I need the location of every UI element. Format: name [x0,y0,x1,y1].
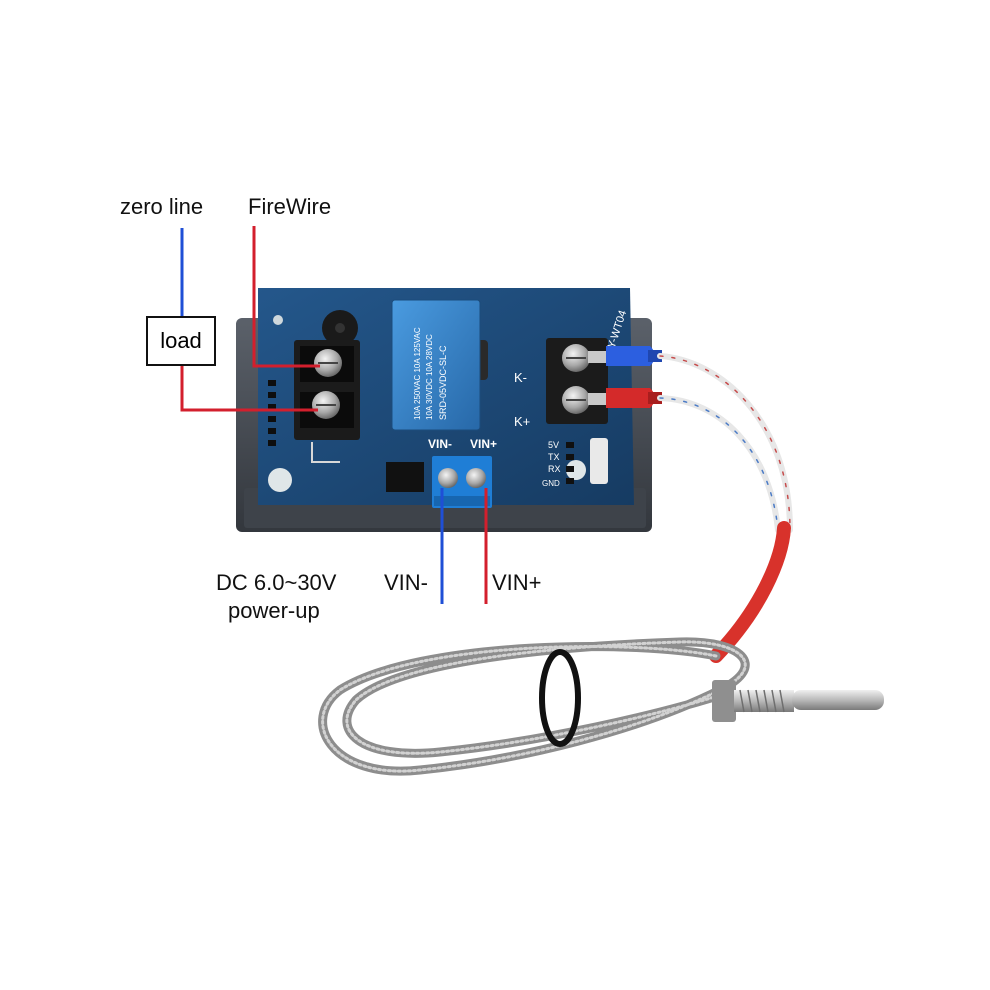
pcb-k-minus-label: K- [514,370,527,385]
vin-plus-label: VIN+ [492,570,542,595]
load-label: load [160,328,202,353]
vin-minus-label: VIN- [384,570,428,595]
load-to-terminal-wire [180,366,318,412]
pin-tx-label: TX [548,452,560,462]
pin-gnd-label: GND [542,479,560,488]
thermocouple-leads [657,353,793,533]
relay-rating-1: 10A 250VAC 10A 125VAC [413,327,422,420]
dc-range-label: DC 6.0~30V [216,570,337,595]
cable-tie-icon [539,649,581,747]
pcb-vin-plus-label: VIN+ [470,437,497,451]
relay-module: 10A 250VAC 10A 125VAC 10A 30VDC 10A 28VD… [391,299,481,431]
screw-icon [438,468,458,488]
relay-rating-2: 10A 30VDC 10A 28VDC [425,334,434,420]
braided-cable-coil [318,637,750,776]
power-up-label: power-up [228,598,320,623]
pin-rx-label: RX [548,464,561,474]
probe-lug-blue [588,346,662,366]
power-terminal-block [432,456,492,508]
firewire-label: FireWire [248,194,332,219]
firewire-wire [252,226,320,368]
probe-sleeve [709,521,791,663]
regulator-icon [386,462,424,492]
connector-icon [590,438,608,484]
mount-hole-icon [273,315,283,325]
pcb-vin-minus-label: VIN- [428,437,452,451]
load-box: load [146,316,216,366]
pin-5v-label: 5V [548,440,559,450]
probe-lug-red [588,388,662,408]
thermocouple-probe [712,680,884,722]
screw-icon [466,468,486,488]
zero-line-label: zero line [120,194,204,219]
mount-hole-icon [268,468,292,492]
relay-model: SRD-05VDC-SL-C [438,345,448,420]
probe-terminal-block [546,338,608,424]
pcb-k-plus-label: K+ [514,414,530,429]
